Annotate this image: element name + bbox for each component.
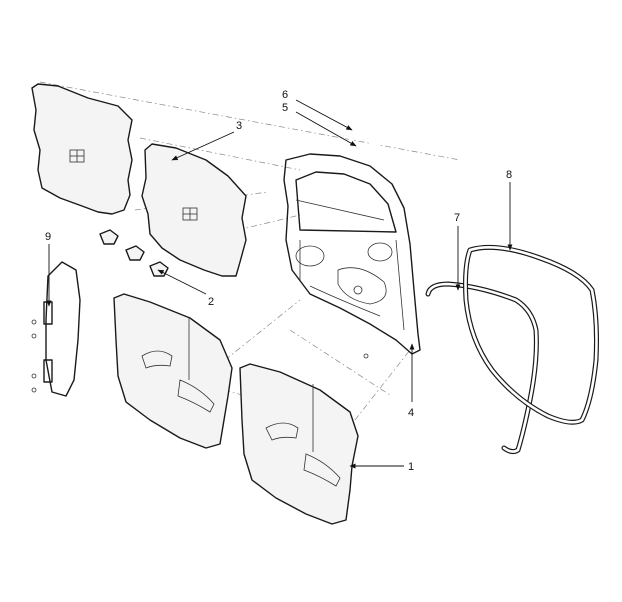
window-weatherstrips — [344, 128, 464, 198]
door-check-area — [31, 261, 81, 397]
callout-7: 7 — [454, 212, 460, 224]
door-trim-rear — [113, 293, 233, 449]
insulation-pad-front — [141, 143, 247, 277]
door-frame — [283, 153, 421, 359]
callout-8: 8 — [506, 169, 512, 181]
callout-6: 6 — [282, 89, 288, 101]
door-side-weatherstrip — [425, 281, 539, 455]
leader-lines — [46, 99, 513, 469]
insulation-pad-rear — [31, 83, 133, 215]
callout-4: 4 — [408, 407, 414, 419]
callout-9: 9 — [45, 231, 51, 243]
body-side-weatherstrip — [463, 244, 599, 425]
small-pads — [99, 229, 169, 277]
callout-3: 3 — [236, 120, 242, 132]
callout-1: 1 — [408, 461, 414, 473]
callout-2: 2 — [208, 296, 214, 308]
door-trim-front — [239, 363, 359, 525]
callout-5: 5 — [282, 102, 288, 114]
